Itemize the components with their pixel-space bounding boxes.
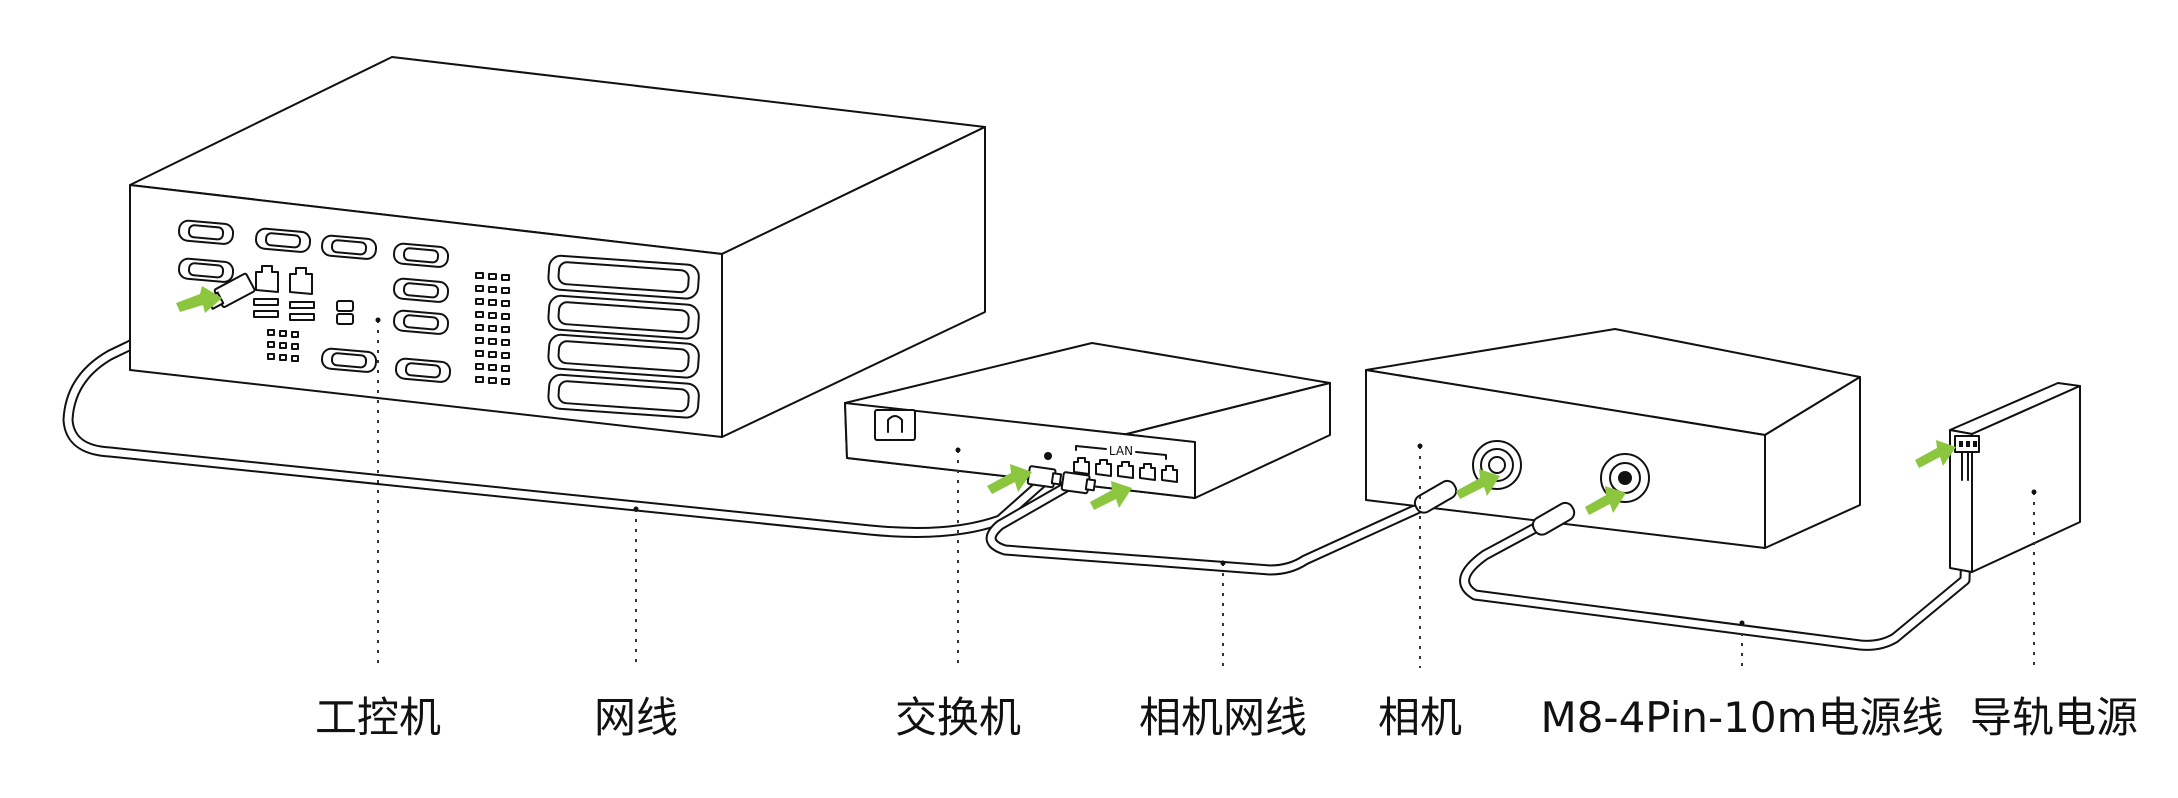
- switch-cable-plugs: [1026, 465, 1097, 495]
- leader-lines: [375, 317, 2037, 668]
- usb-ports: [253, 298, 354, 325]
- arrow-din-terminal: [1915, 440, 1956, 468]
- label-power-cable: M8-4Pin-10m电源线: [1540, 693, 1943, 742]
- label-din-power: 导轨电源: [1970, 693, 2138, 742]
- arrow-switch-port-1: [987, 464, 1032, 494]
- camera-network-cable: [985, 476, 1436, 576]
- label-switch: 交换机: [895, 693, 1021, 742]
- vent-grid-large: [475, 272, 510, 385]
- switch-lan-ports: [1073, 457, 1178, 483]
- industrial-pc: [129, 56, 986, 438]
- camera: [1365, 328, 1861, 549]
- status-led-icon: [1044, 452, 1052, 460]
- connection-arrows: [176, 286, 1956, 515]
- arrow-camera-ethernet: [1456, 469, 1500, 499]
- camera-cable-plug: [1413, 479, 1458, 514]
- arrow-switch-port-2: [1090, 481, 1132, 510]
- network-switch: LAN: [844, 342, 1331, 499]
- label-camera: 相机: [1378, 693, 1462, 742]
- vent-grid-small: [267, 329, 299, 362]
- power-cable-plug: [1531, 501, 1576, 536]
- arrow-pc-port: [176, 286, 222, 313]
- lan-label-bracket: LAN: [1075, 444, 1167, 460]
- labels: 工控机 网线 交换机 相机网线 相机 M8-4Pin-10m电源线 导轨电源: [315, 693, 2138, 742]
- switch-lan-label: LAN: [1109, 444, 1133, 458]
- pc-lan-ports: [255, 265, 313, 295]
- network-cable: [62, 296, 1051, 538]
- din-rail-power-supply: [1949, 382, 2081, 573]
- expansion-connectors: [547, 254, 700, 419]
- label-camera-cable: 相机网线: [1139, 693, 1307, 742]
- label-network-cable: 网线: [594, 693, 678, 742]
- terminal-block: [1954, 435, 1980, 481]
- power-cable: [1459, 464, 1974, 651]
- label-ipc: 工控机: [315, 693, 441, 742]
- arrow-camera-power: [1585, 486, 1626, 515]
- power-socket-icon: [874, 409, 916, 441]
- serial-ports: [178, 219, 452, 383]
